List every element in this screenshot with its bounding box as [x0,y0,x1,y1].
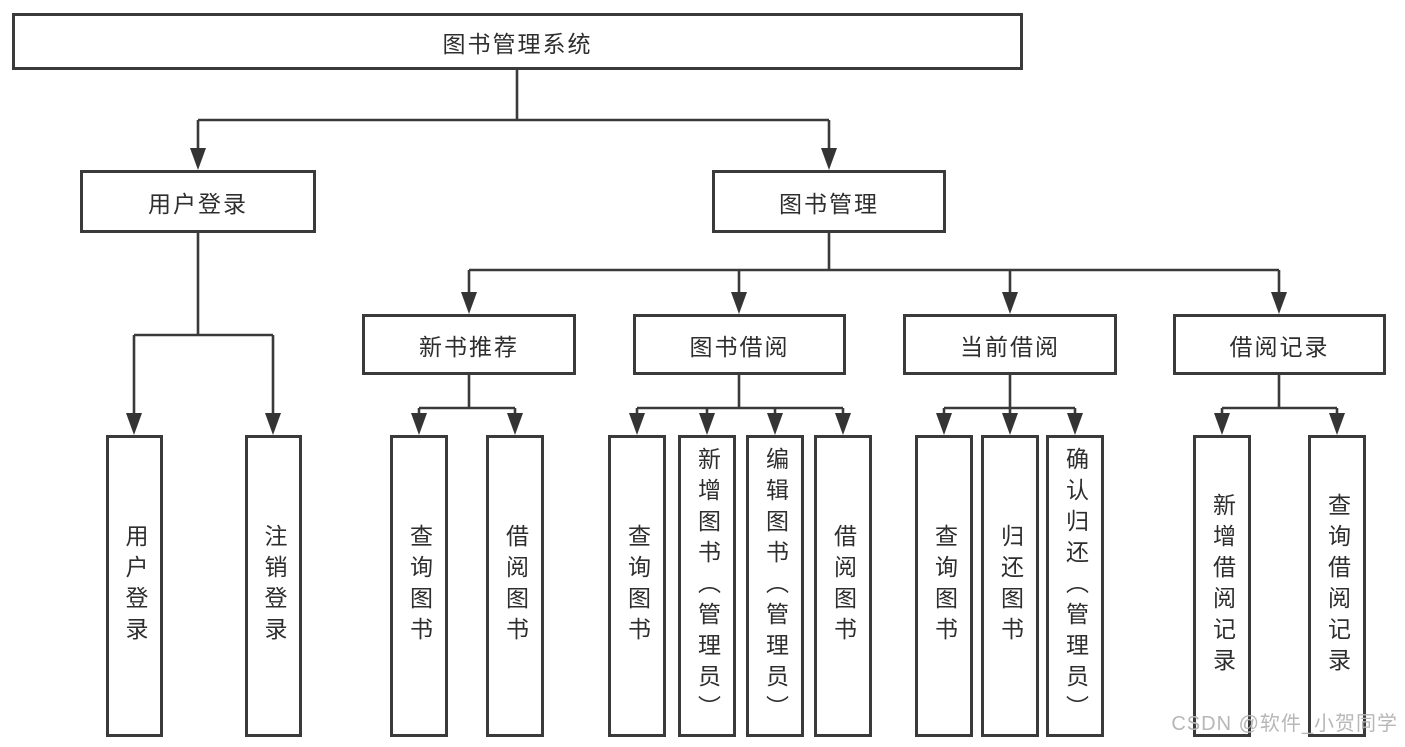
node-label: 查询图书 [406,524,433,648]
node-book-borrow: 图书借阅 [633,314,846,375]
node-label: 查询图书 [624,524,651,648]
node-label: 确认归还（管理员） [1062,446,1089,726]
node-leaf-borrow-books: 借阅图书 [814,435,872,737]
node-library-management-system: 图书管理系统 [12,13,1023,70]
node-leaf-borrow-books-recommend: 借阅图书 [486,435,544,737]
connector-arrowhead [699,413,715,435]
node-label: 新书推荐 [419,333,519,360]
node-leaf-query-books-recommend: 查询图书 [390,435,448,737]
connector-book-management-to-level3 [467,233,1281,292]
csdn-watermark: CSDN @软件_小贺同学 [1171,713,1398,735]
connector-arrowhead [1002,413,1018,435]
connector-new-book-to-leaves [417,375,517,414]
node-label: 归还图书 [997,524,1024,648]
node-leaf-user-login: 用户登录 [106,435,163,737]
connector-arrowhead [507,413,523,435]
connector-borrow-records-to-leaves [1220,375,1339,414]
node-label: 用户登录 [122,524,148,648]
node-leaf-return-books: 归还图书 [981,435,1039,737]
node-book-management: 图书管理 [712,170,946,233]
connector-arrowhead [126,413,142,435]
node-label: 注销登录 [261,524,287,648]
node-label: 新增借阅记录 [1209,493,1236,679]
connector-arrowhead [936,413,952,435]
node-leaf-logout: 注销登录 [245,435,302,737]
connector-arrowhead [835,413,851,435]
connector-arrowhead [461,292,477,314]
connector-current-borrow-to-leaves [942,375,1077,414]
connector-arrowhead [1002,292,1018,314]
node-borrow-records: 借阅记录 [1173,314,1386,375]
node-label: 图书借阅 [689,333,790,360]
node-new-book-recommend: 新书推荐 [362,314,576,375]
node-label: 新增图书（管理员） [694,446,721,726]
node-leaf-edit-books-admin: 编辑图书（管理员） [746,435,804,737]
node-leaf-query-books-current: 查询图书 [915,435,973,737]
node-leaf-confirm-return-admin: 确认归还（管理员） [1046,435,1104,737]
connector-root-to-level2 [196,70,831,150]
connector-arrowhead [1329,413,1345,435]
connector-arrowhead [629,413,645,435]
connector-arrowhead [1271,292,1287,314]
connector-arrowhead [411,413,427,435]
node-label: 查询图书 [931,524,958,648]
node-leaf-add-borrow-record: 新增借阅记录 [1193,435,1251,737]
connector-arrowhead [265,413,281,435]
node-label: 用户登录 [148,190,248,217]
node-label: 图书管理系统 [442,30,593,57]
node-current-borrow: 当前借阅 [903,314,1117,375]
node-label: 图书管理 [779,190,879,217]
connector-arrowhead [821,148,837,170]
node-label: 编辑图书（管理员） [762,446,789,726]
node-leaf-add-books-admin: 新增图书（管理员） [678,435,736,737]
node-label: 借阅图书 [830,524,857,648]
connector-user-login-to-leaves [132,233,275,414]
connector-arrowhead [1214,413,1230,435]
connector-arrowhead [767,413,783,435]
connector-book-borrow-to-leaves [635,375,845,414]
connector-arrowhead [731,292,747,314]
node-label: 当前借阅 [960,333,1060,360]
node-label: 借阅记录 [1229,333,1330,360]
connector-arrowhead [1067,413,1083,435]
connector-arrowhead [190,148,206,170]
node-label: 借阅图书 [502,524,529,648]
node-label: 查询借阅记录 [1324,493,1351,679]
node-leaf-query-borrow-record: 查询借阅记录 [1308,435,1366,737]
node-user-login: 用户登录 [80,170,316,233]
node-leaf-query-books-borrow: 查询图书 [608,435,666,737]
